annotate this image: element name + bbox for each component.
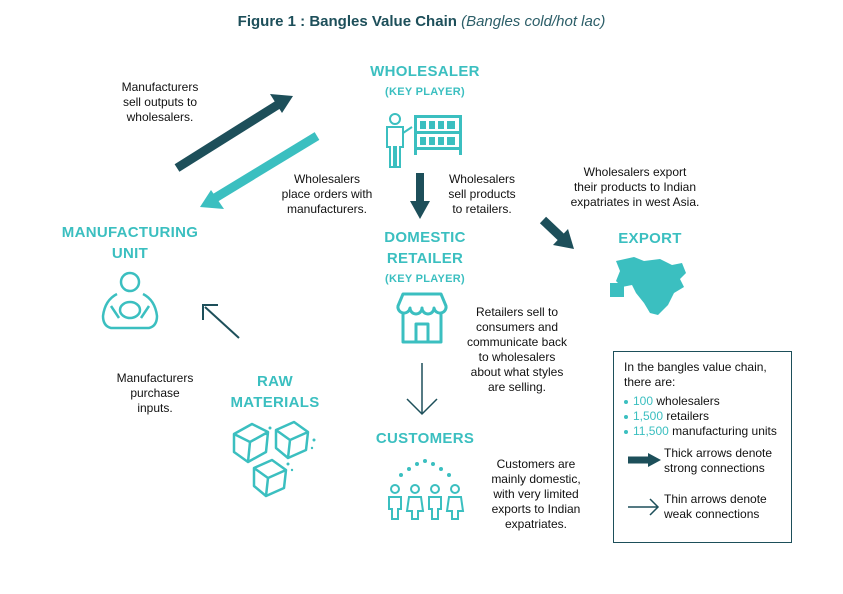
- arrow-to-export: [539, 216, 574, 249]
- note-line: Retailers sell to: [475, 305, 559, 319]
- note-line: about what styles: [470, 365, 564, 379]
- note-customers: Customers are mainly domestic, with very…: [477, 457, 595, 532]
- legend-thick-text: Thick arrows denote strong connections: [664, 446, 772, 476]
- arrow-wholesaler-to-mfr: [200, 132, 320, 209]
- note-wholesaler-to-retailer: Wholesalers sell products to retailers.: [432, 172, 532, 217]
- note-line: Manufacturers: [121, 80, 199, 94]
- export-title: EXPORT: [618, 230, 682, 247]
- legend-intro-line: there are:: [624, 375, 676, 389]
- retailer-title-1: DOMESTIC: [384, 229, 466, 246]
- raw-materials-node: RAW MATERIALS: [205, 371, 345, 413]
- note-line: are selling.: [487, 380, 547, 394]
- legend-text: wholesalers: [653, 394, 720, 408]
- note-line: sell products: [448, 187, 516, 201]
- legend-item: 100 wholesalers: [624, 394, 781, 409]
- arrow-raw-to-mfr: [202, 304, 240, 339]
- retailer-tag: (KEY PLAYER): [384, 273, 465, 285]
- customers-title: CUSTOMERS: [375, 430, 475, 447]
- note-line: Manufacturers: [116, 371, 194, 385]
- legend-thin-text: Thin arrows denote weak connections: [664, 492, 767, 522]
- note-line: consumers and: [475, 320, 559, 334]
- note-line: Wholesalers: [293, 172, 361, 186]
- arrow-wholesaler-to-retailer: [410, 173, 430, 219]
- note-line: mainly domestic,: [491, 472, 581, 486]
- legend-text: retailers: [663, 409, 710, 423]
- people-icon: [388, 459, 465, 520]
- legend-thick-line: Thick arrows denote: [664, 446, 773, 460]
- note-line: place orders with: [281, 187, 373, 201]
- legend-thin-line: weak connections: [664, 507, 760, 521]
- arrow-retailer-to-customers: [406, 363, 438, 416]
- note-line: exports to Indian: [491, 502, 581, 516]
- manufacturing-title-1: MANUFACTURING: [61, 224, 199, 241]
- retailer-node: DOMESTIC RETAILER (KEY PLAYER): [340, 227, 510, 290]
- note-wholesaler-to-mfr: Wholesalers place orders with manufactur…: [262, 172, 392, 217]
- wholesaler-tag: (KEY PLAYER): [384, 86, 465, 98]
- note-line: expatriates in west Asia.: [570, 195, 700, 209]
- note-line: expatriates.: [504, 517, 568, 531]
- note-line: to retailers.: [452, 202, 512, 216]
- retailer-title-2: RETAILER: [386, 250, 464, 267]
- note-line: their products to Indian: [573, 180, 697, 194]
- note-line: Wholesalers: [448, 172, 516, 186]
- legend-num: 100: [633, 394, 654, 408]
- note-line: inputs.: [137, 401, 173, 415]
- legend-box: In the bangles value chain, there are: 1…: [613, 351, 792, 543]
- figure-title-main: Figure 1 : Bangles Value Chain: [237, 13, 457, 30]
- note-mfr-inputs: Manufacturers purchase inputs.: [100, 371, 210, 416]
- note-line: purchase: [130, 386, 180, 400]
- legend-list: 100 wholesalers 1,500 retailers 11,500 m…: [624, 394, 781, 439]
- note-line: to wholesalers: [478, 350, 556, 364]
- legend-thick-line: strong connections: [664, 461, 765, 475]
- wholesaler-node: WHOLESALER (KEY PLAYER): [340, 61, 510, 103]
- note-wholesaler-export: Wholesalers export their products to Ind…: [555, 165, 715, 210]
- note-line: Wholesalers export: [583, 165, 687, 179]
- note-mfr-to-wholesaler: Manufacturers sell outputs to wholesaler…: [100, 80, 220, 125]
- legend-thick-row: Thick arrows denote strong connections: [624, 446, 789, 478]
- legend-item: 11,500 manufacturing units: [624, 424, 781, 439]
- thin-arrow-icon: [628, 498, 660, 516]
- legend-num: 11,500: [633, 424, 669, 438]
- lac-cubes-icon: [232, 420, 316, 498]
- legend-text: manufacturing units: [668, 424, 777, 438]
- note-line: with very limited: [493, 487, 579, 501]
- legend-item: 1,500 retailers: [624, 409, 781, 424]
- manufacturing-node: MANUFACTURING UNIT: [40, 222, 220, 264]
- wholesaler-title: WHOLESALER: [370, 63, 480, 80]
- legend-thin-line: Thin arrows denote: [664, 492, 767, 506]
- raw-title-1: RAW: [257, 373, 293, 390]
- note-line: Customers are: [496, 457, 576, 471]
- legend-intro-line: In the bangles value chain,: [624, 360, 767, 374]
- legend-num: 1,500: [633, 409, 664, 423]
- note-line: manufacturers.: [286, 202, 368, 216]
- legend-intro: In the bangles value chain, there are:: [624, 360, 781, 390]
- note-line: communicate back: [466, 335, 568, 349]
- note-retailer-customers: Retailers sell to consumers and communic…: [458, 305, 576, 395]
- note-line: wholesalers.: [126, 110, 194, 124]
- wholesaler-icon: [386, 113, 462, 168]
- arrow-mfr-to-wholesaler: [174, 94, 293, 172]
- thick-arrow-icon: [628, 453, 661, 467]
- figure-title: Figure 1 : Bangles Value Chain (Bangles …: [0, 13, 843, 30]
- note-line: sell outputs to: [122, 95, 198, 109]
- artisan-icon: [101, 271, 159, 330]
- manufacturing-title-2: UNIT: [111, 245, 149, 262]
- figure-subtitle: (Bangles cold/hot lac): [461, 13, 606, 30]
- legend-thin-row: Thin arrows denote weak connections: [624, 492, 789, 524]
- raw-title-2: MATERIALS: [230, 394, 320, 411]
- shop-icon: [396, 292, 448, 344]
- map-icon: [610, 257, 686, 315]
